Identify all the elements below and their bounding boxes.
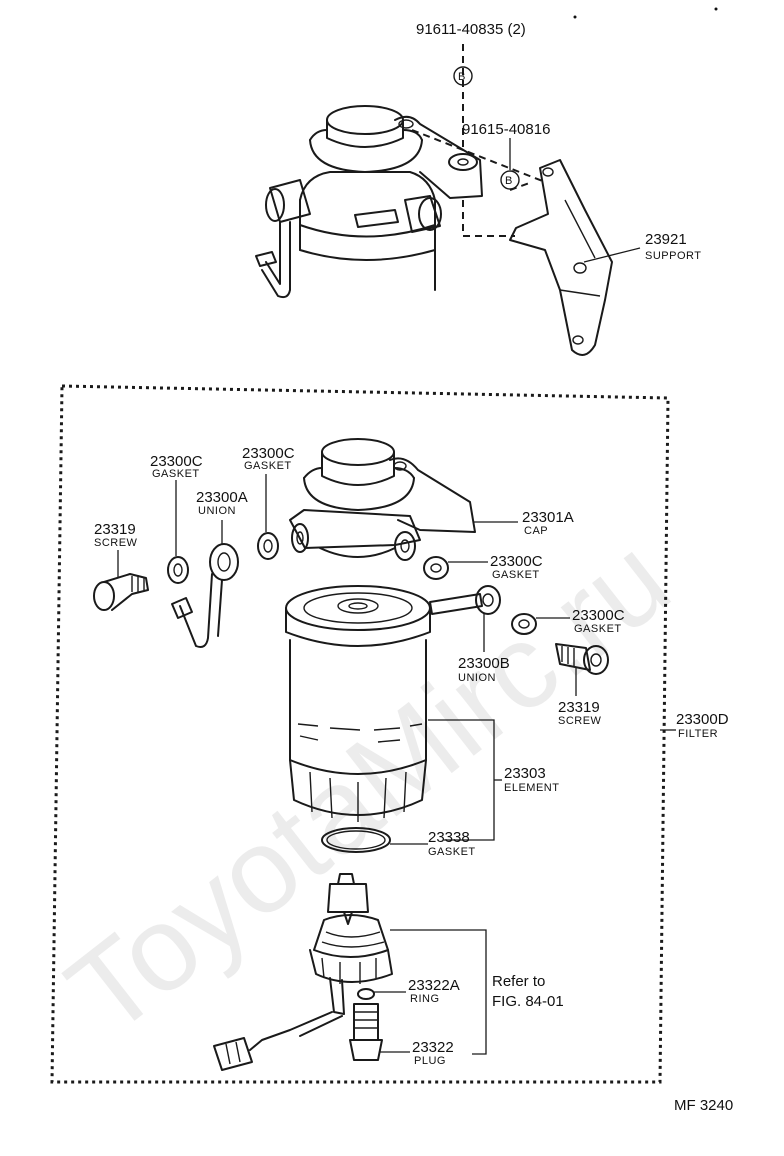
gasket-right1-part <box>423 556 449 580</box>
label-screw-right-name: SCREW <box>558 715 602 727</box>
label-element-number: 23303 <box>504 765 546 782</box>
label-element-name: ELEMENT <box>504 782 559 794</box>
screw-left-part <box>93 573 149 611</box>
gasket-left-part <box>167 556 189 584</box>
label-union-b-name: UNION <box>458 672 496 684</box>
gasket-right2-part <box>511 613 537 635</box>
label-plug-name: PLUG <box>414 1055 446 1067</box>
bolt-marker-text: B <box>458 71 466 83</box>
label-filter-name: FILTER <box>678 728 718 740</box>
screw-right-part <box>555 643 609 675</box>
union-a-part <box>171 543 239 648</box>
label-gasket-right1-number: 23300C <box>490 553 543 570</box>
label-gasket-bottom-name: GASKET <box>428 846 476 858</box>
water-sensor-assembly <box>213 873 393 1071</box>
gasket-mid-part <box>257 532 279 560</box>
top-filter-head-assembly <box>255 105 483 299</box>
label-support-name: SUPPORT <box>645 250 701 262</box>
bolt-top-marker: B <box>448 44 478 171</box>
label-screw-left-number: 23319 <box>94 521 136 538</box>
label-screw-right-number: 23319 <box>558 699 600 716</box>
label-gasket-left-name: GASKET <box>152 468 200 480</box>
filter-assembly-frame <box>50 384 670 1084</box>
label-filter-number: 23300D <box>676 711 729 728</box>
refer-note-line1: Refer to <box>492 973 545 990</box>
label-gasket-right2-number: 23300C <box>572 607 625 624</box>
cap-part <box>289 438 476 561</box>
label-union-a-name: UNION <box>198 505 236 517</box>
support-bracket <box>509 159 613 356</box>
gasket-bottom-part <box>321 827 391 853</box>
svg-text:B: B <box>505 175 513 187</box>
union-b-part <box>429 585 501 615</box>
filter-element-part <box>285 585 431 822</box>
label-cap-name: CAP <box>524 525 548 537</box>
label-plug-number: 23322 <box>412 1039 454 1056</box>
label-gasket-mid-number: 23300C <box>242 445 295 462</box>
label-gasket-right1-name: GASKET <box>492 569 540 581</box>
label-bolt-support-number: 91615-40816 <box>462 121 550 138</box>
label-bolt-top-number: 91611-40835 (2) <box>416 21 526 38</box>
label-gasket-mid-name: GASKET <box>244 460 292 472</box>
label-ring-name: RING <box>410 993 440 1005</box>
label-union-b-number: 23300B <box>458 655 510 672</box>
label-screw-left-name: SCREW <box>94 537 138 549</box>
label-support-number: 23921 <box>645 231 687 248</box>
bolt-support-marker: B <box>500 138 533 191</box>
label-union-a-number: 23300A <box>196 489 248 506</box>
refer-note-line2: FIG. 84-01 <box>492 993 564 1010</box>
label-gasket-left-number: 23300C <box>150 453 203 470</box>
label-gasket-right2-name: GASKET <box>574 623 622 635</box>
label-ring-number: 23322A <box>408 977 460 994</box>
figure-code: MF 3240 <box>674 1097 733 1114</box>
label-cap-number: 23301A <box>522 509 574 526</box>
refer-bracket <box>390 929 487 1055</box>
label-gasket-bottom-number: 23338 <box>428 829 470 846</box>
